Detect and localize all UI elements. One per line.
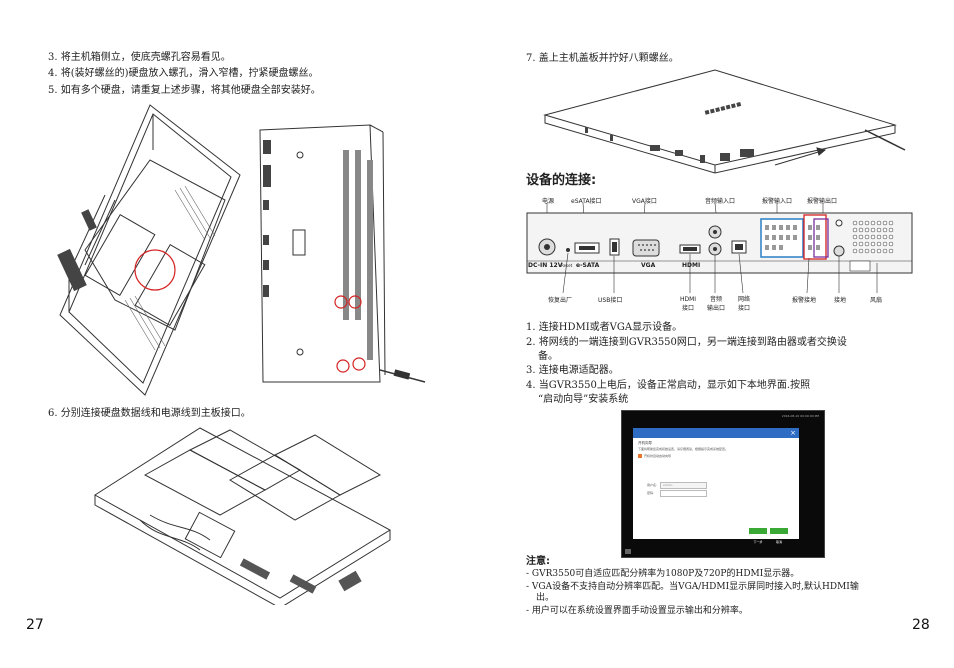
note-title: 注意: (526, 556, 550, 567)
label-alarm-ground: 报警接地 (792, 297, 817, 304)
chassis-closed-illustration: ▪▪▪▪▪▪▪ (543, 69, 906, 174)
conn-step-4: 4. 当GVR3550上电后，设备正常启动，显示如下本地界面.按照 (526, 380, 811, 391)
panel-label-dcin: DC-IN 12V (528, 262, 563, 269)
svg-text:▪▪▪▪▪▪▪: ▪▪▪▪▪▪▪ (703, 99, 742, 117)
screen-timestamp: 2016-08-10 00:00:00 PM (781, 414, 819, 418)
section-title: 设备的连接: (526, 173, 597, 188)
taskbar-icon[interactable] (625, 549, 631, 554)
label-ground: 接地 (834, 297, 847, 304)
field-pass-label: 密码: (647, 491, 655, 495)
conn-step-3: 3. 连接电源适配器。 (526, 365, 619, 376)
chassis-open-illustration (57, 104, 241, 396)
step-5: 5. 如有多个硬盘，请重复上述步骤，将其他硬盘全部安装好。 (48, 85, 321, 96)
cancel-button[interactable]: 取消 (770, 528, 788, 544)
note-2: - VGA设备不支持自动分辨率匹配。当VGA/HDMI显示屏同时接入时,默认HD… (526, 582, 859, 592)
note-1: - GVR3550可自适应匹配分辨率为1080P及720P的HDMI显示器。 (526, 569, 800, 579)
page-number-left: 27 (26, 617, 44, 633)
next-button[interactable]: 下一步 (749, 528, 767, 544)
panel-label-reset: Reset (561, 263, 573, 268)
field-user-label: 用户名: (647, 483, 658, 487)
wizard-title: 开机向导 (638, 441, 652, 445)
label-hdmi-port: HDMI 接口 (680, 296, 697, 312)
panel-label-hdmi: HDMI (682, 262, 701, 269)
label-vga: VGA接口 (632, 198, 657, 205)
panel-label-esata: e-SATA (576, 262, 600, 269)
label-esata: eSATA接口 (571, 198, 602, 205)
label-audio-in: 音频输入口 (705, 198, 736, 205)
wizard-checkbox-label: 开机时自动启动向导 (644, 454, 672, 458)
conn-step-4-cont: “启动向导”安装系统 (538, 394, 629, 405)
disk-cabling-illustration (94, 427, 392, 605)
label-alarm-out: 报警输出口 (807, 198, 838, 205)
rear-panel-diagram (526, 203, 913, 294)
label-fan: 风扇 (870, 297, 883, 304)
conn-step-1: 1. 连接HDMI或者VGA显示设备。 (526, 322, 683, 333)
field-user-input[interactable]: admin (660, 482, 707, 489)
chassis-side-illustration (259, 124, 426, 383)
label-network: 网络 接口 (738, 296, 751, 312)
wizard-checkbox[interactable] (638, 454, 642, 458)
startup-screen: 2016-08-10 00:00:00 PM × 开机向导 下面将帮助您完成初始… (621, 410, 825, 558)
field-user-value: admin (663, 483, 673, 487)
note-2-cont: 出。 (536, 593, 555, 603)
note-3: - 用户可以在系统设置界面手动设置显示输出和分辨率。 (526, 606, 748, 616)
close-icon[interactable]: × (790, 429, 796, 437)
label-audio-out: 音频 输出口 (707, 296, 726, 312)
conn-step-2: 2. 将网线的一端连接到GVR3550网口，另一端连接到路由器或者交换设 (526, 337, 847, 348)
label-power: 电源 (542, 198, 555, 205)
field-pass-input[interactable] (660, 490, 707, 497)
step-7: 7. 盖上主机盖板并拧好八颗螺丝。 (526, 53, 679, 64)
step-3: 3. 将主机箱侧立，使底壳螺孔容易看见。 (48, 52, 231, 63)
label-factory-reset: 恢复出厂 (548, 297, 573, 304)
step-4: 4. 将(装好螺丝的)硬盘放入螺孔，滑入窄槽，拧紧硬盘螺丝。 (48, 68, 319, 79)
wizard-title-bar: × (633, 428, 799, 438)
step-6: 6. 分别连接硬盘数据线和电源线到主板接口。 (48, 408, 251, 419)
page-number-right: 28 (912, 617, 930, 633)
label-usb: USB接口 (598, 297, 623, 304)
panel-label-vga: VGA (641, 262, 656, 269)
next-button-label: 下一步 (753, 540, 763, 544)
wizard-description: 下面将帮助您完成初始设置，请仔细阅读，根据提示完成系统配置。 (638, 447, 729, 451)
cancel-button-label: 取消 (775, 540, 782, 544)
label-alarm-in: 报警输入口 (762, 198, 793, 205)
wizard-dialog: × 开机向导 下面将帮助您完成初始设置，请仔细阅读，根据提示完成系统配置。 开机… (633, 428, 799, 544)
conn-step-2-cont: 备。 (538, 351, 558, 362)
